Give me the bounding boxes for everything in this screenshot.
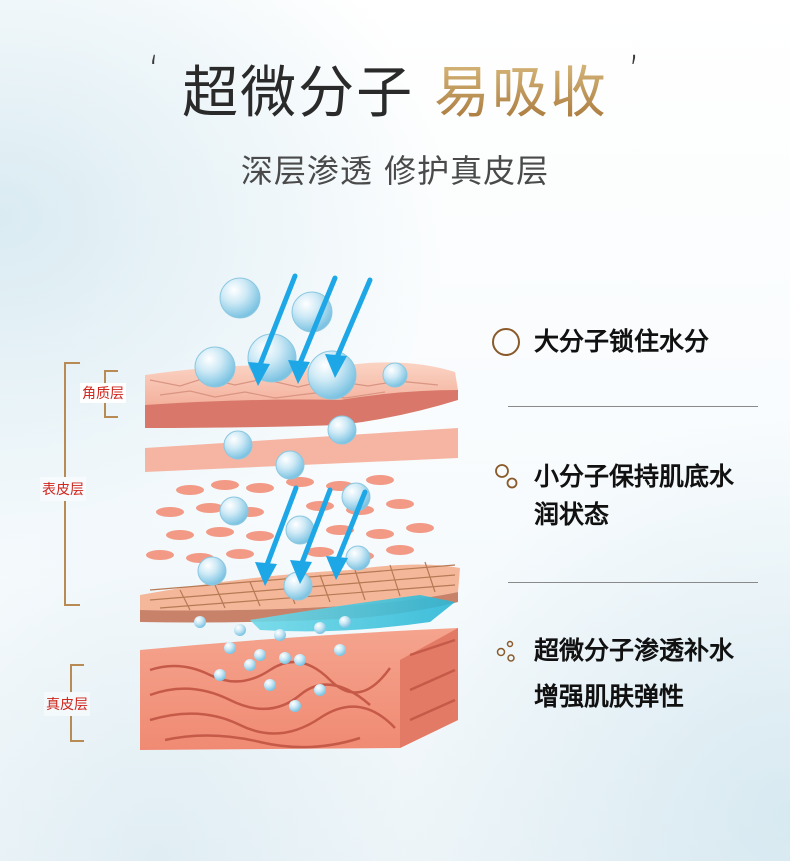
feature-micro-molecule: 超微分子渗透补水 增强肌肤弹性 <box>490 632 780 716</box>
epidermis-bracket-bottom <box>64 604 80 606</box>
skin-layer-diagram <box>140 273 460 750</box>
dermis-block <box>140 628 458 750</box>
penetration-arrows <box>248 273 373 586</box>
headline-accent: 易吸收 <box>433 61 608 126</box>
feature-line: 小分子保持肌底水 <box>534 462 735 491</box>
label-dermis: 真皮层 <box>44 692 90 716</box>
divider-2 <box>508 582 758 583</box>
headline: ‘ 超微分子 易吸收 ’ <box>0 48 790 129</box>
headline-main: 超微分子 <box>182 61 415 126</box>
epidermis-top-sheet <box>145 428 458 472</box>
dermis-bracket-top <box>70 664 84 666</box>
large-molecule-icon <box>492 328 520 356</box>
water-droplets <box>194 616 351 712</box>
divider-1 <box>508 406 758 407</box>
small-molecule-icon <box>495 464 518 489</box>
label-epidermis: 表皮层 <box>40 477 86 501</box>
label-stratum-corneum: 角质层 <box>80 383 126 403</box>
epidermis-cells <box>146 475 434 563</box>
feature-line: 大分子锁住水分 <box>534 327 710 356</box>
feature-large-molecule: 大分子锁住水分 <box>490 323 780 363</box>
headline-sep <box>414 61 434 126</box>
feature-line: 润状态 <box>534 500 610 529</box>
feature-line: 增强肌肤弹性 <box>534 682 685 711</box>
micro-molecule-icon <box>496 640 515 662</box>
subtitle: 深层渗透 修护真皮层 <box>240 152 550 190</box>
epidermis-bracket-top <box>64 362 80 364</box>
dermis-bracket-bottom <box>70 740 84 742</box>
open-quote: ‘ <box>147 48 163 94</box>
close-quote: ’ <box>627 48 643 94</box>
water-bubbles <box>194 277 408 601</box>
stratum-bracket-bottom <box>104 416 118 418</box>
feature-line: 超微分子渗透补水 <box>534 636 735 665</box>
feature-small-molecule: 小分子保持肌底水 润状态 <box>490 458 780 538</box>
stratum-bracket-top <box>104 370 118 372</box>
